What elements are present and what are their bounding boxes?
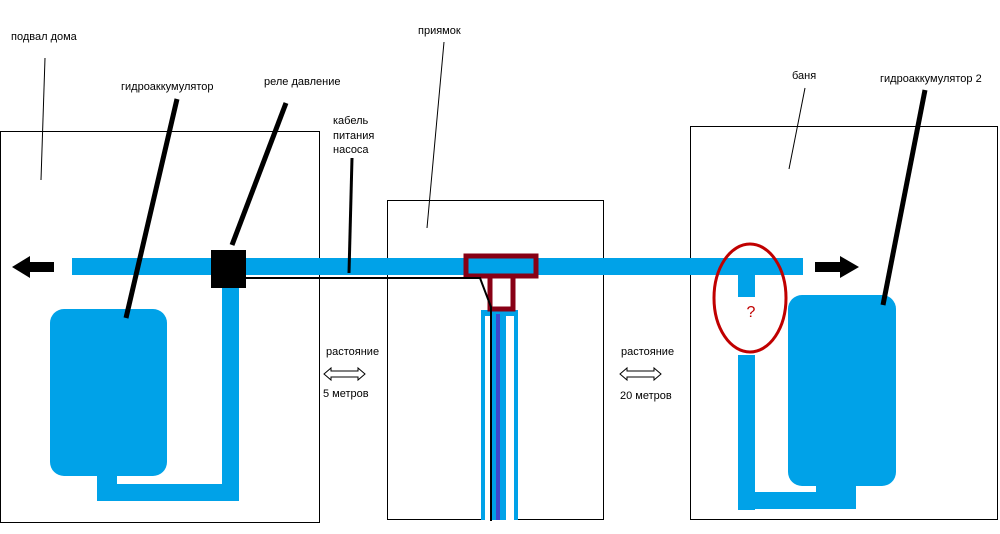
accumulator-2-leader	[880, 89, 928, 306]
tee-stem	[487, 273, 516, 312]
accumulator-1-leader	[123, 98, 180, 319]
question-circle	[712, 242, 788, 354]
label-pit: приямок	[418, 25, 461, 37]
question-mark: ?	[747, 304, 756, 321]
pit-leader	[426, 41, 445, 229]
right-flow-arrow-icon	[815, 256, 859, 278]
accumulator-1-tank	[50, 309, 167, 476]
well-casing-right-gap	[506, 316, 514, 520]
label-distance-left-value: 5 метров	[323, 388, 369, 400]
basement-leader	[40, 57, 46, 181]
label-distance-left: растояние	[326, 346, 379, 358]
main-pipe	[72, 258, 803, 275]
accumulator-2-tank	[788, 295, 896, 486]
label-bathhouse: баня	[792, 70, 816, 82]
pump-cable	[246, 277, 492, 521]
label-pressure-relay: реле давление	[264, 76, 340, 88]
label-cable-line3: насоса	[333, 144, 369, 156]
well-casing-left-gap	[485, 316, 490, 520]
cable-leader	[347, 157, 354, 274]
bathhouse-box	[690, 126, 998, 520]
pressure-relay-block	[211, 250, 246, 288]
distance-left-arrow-icon	[323, 366, 366, 382]
label-basement: подвал дома	[11, 31, 78, 43]
left-flow-arrow-icon	[12, 256, 54, 278]
distance-right-arrow-icon	[619, 366, 662, 382]
label-accumulator-1: гидроаккумулятор	[121, 81, 214, 93]
label-cable-line1: кабель	[333, 115, 369, 127]
label-distance-right-value: 20 метров	[620, 390, 672, 402]
well-inner-pipe	[496, 314, 500, 520]
tee-down-pipe-bottom	[738, 355, 755, 510]
bathhouse-leader	[788, 87, 806, 170]
basement-box	[0, 131, 320, 523]
label-accumulator-2: гидроаккумулятор 2	[880, 73, 982, 85]
relay-leader	[229, 102, 289, 246]
accumulator-2-bottom-pipe	[738, 492, 832, 509]
tee-down-pipe-top	[738, 275, 755, 297]
label-cable-line2: питания	[333, 130, 374, 142]
accumulator-1-bottom-pipe	[97, 484, 239, 501]
accumulator-1-riser-pipe	[222, 275, 239, 501]
label-distance-right: растояние	[621, 346, 674, 358]
